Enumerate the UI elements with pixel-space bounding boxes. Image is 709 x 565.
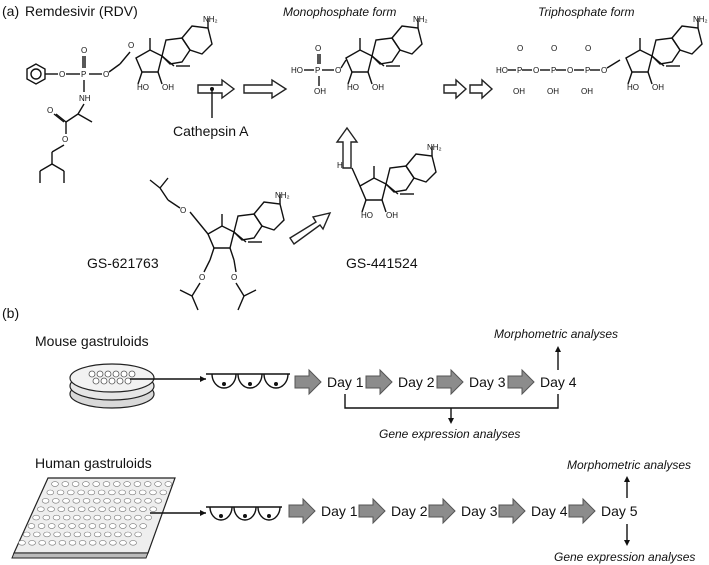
mouse-arrow-4 [507,368,535,396]
cathepsin-arrow [197,78,236,100]
atom-o: O [199,273,205,282]
atom-oh: OH [652,83,664,92]
mouse-morpho-label: Morphometric analyses [494,327,618,341]
mouse-day-1: Day 1 [327,374,364,390]
atom-o: O [585,44,591,53]
gs621763-label: GS-621763 [87,255,159,271]
mouse-arrow-2 [365,368,393,396]
atom-p: P [517,66,522,75]
monophosphate-structure: HO P O OH O [291,44,347,96]
atom-ho: HO [496,66,508,75]
atom-o: O [517,44,523,53]
human-day-1: Day 1 [321,503,358,519]
atom-nh: NH [79,94,91,103]
atom-nh2: NH₂ [203,15,218,24]
triphosphate-label: Triphosphate form [538,5,635,19]
human-arrow-1 [288,497,316,525]
human-morpho-label: Morphometric analyses [567,458,691,472]
arrow-up-to-monophosphate [335,126,359,169]
mouse-day-2: Day 2 [398,374,435,390]
panel-a-label: (a) [2,3,19,19]
well-plate-icon [11,477,176,559]
remdesivir-structure: O P O O NH O O O [26,41,134,183]
atom-oh: OH [314,87,326,96]
remdesivir-label: Remdesivir (RDV) [25,3,138,19]
atom-oh: OH [513,87,525,96]
mouse-day-3: Day 3 [469,374,506,390]
atom-oh: OH [162,83,174,92]
mouse-title: Mouse gastruloids [35,333,149,349]
human-day-2: Day 2 [391,503,428,519]
atom-oh: OH [581,87,593,96]
human-arrow-2 [358,497,386,525]
human-title: Human gastruloids [35,455,152,471]
atom-oh: OH [372,83,384,92]
human-arrow-4 [498,497,526,525]
human-day-5: Day 5 [601,503,638,519]
atom-o: O [81,46,87,55]
atom-ho: HO [361,211,373,220]
arrow-gs621763-to-gs441524 [289,211,332,245]
atom-o: O [47,106,53,115]
human-arrow-3 [428,497,456,525]
atom-o: O [335,66,341,75]
atom-nh2: NH₂ [427,143,442,152]
arrow-to-monophosphate [243,78,288,100]
atom-o: O [567,66,573,75]
triphosphate-structure: HO P O P O P O OH OH OH O O O [496,44,621,96]
atom-o: O [180,206,186,215]
atom-o: O [315,44,321,53]
atom-o: O [551,44,557,53]
atom-p: P [81,70,86,79]
mouse-arrow-3 [436,368,464,396]
atom-o: O [533,66,539,75]
human-gene-label: Gene expression analyses [554,550,695,564]
mouse-gene-label: Gene expression analyses [379,427,520,441]
atom-o: O [128,41,134,50]
atom-ho: HO [137,83,149,92]
gs621763-structure: O O O [149,177,257,311]
atom-nh2: NH₂ [275,191,290,200]
mouse-arrow-1 [294,368,322,396]
atom-o: O [231,273,237,282]
atom-o: O [59,70,65,79]
atom-oh: OH [547,87,559,96]
petri-dish-icon [69,363,155,409]
monophosphate-label: Monophosphate form [283,5,396,19]
human-day-3: Day 3 [461,503,498,519]
arrow-to-triphosphate-2 [469,78,494,100]
gs441524-label: GS-441524 [346,255,418,271]
panel-b-label: (b) [2,305,19,321]
atom-o: O [62,135,68,144]
human-arrow-5 [568,497,596,525]
atom-ho: HO [347,83,359,92]
atom-o: O [601,66,607,75]
human-wells-icon [206,506,282,521]
atom-o: O [103,70,109,79]
atom-p: P [315,66,320,75]
reaction-arrows [197,78,494,245]
atom-nh2: NH₂ [413,15,428,24]
mouse-wells-icon [206,373,290,389]
arrow-to-triphosphate-1 [443,78,468,100]
atom-nh2: NH₂ [693,15,708,24]
atom-ho: HO [627,83,639,92]
human-day-4: Day 4 [531,503,568,519]
atom-oh: OH [386,211,398,220]
atom-p: P [551,66,556,75]
cathepsin-label: Cathepsin A [173,123,249,139]
atom-p: P [585,66,590,75]
mouse-day-4: Day 4 [540,374,577,390]
atom-ho: HO [291,66,303,75]
